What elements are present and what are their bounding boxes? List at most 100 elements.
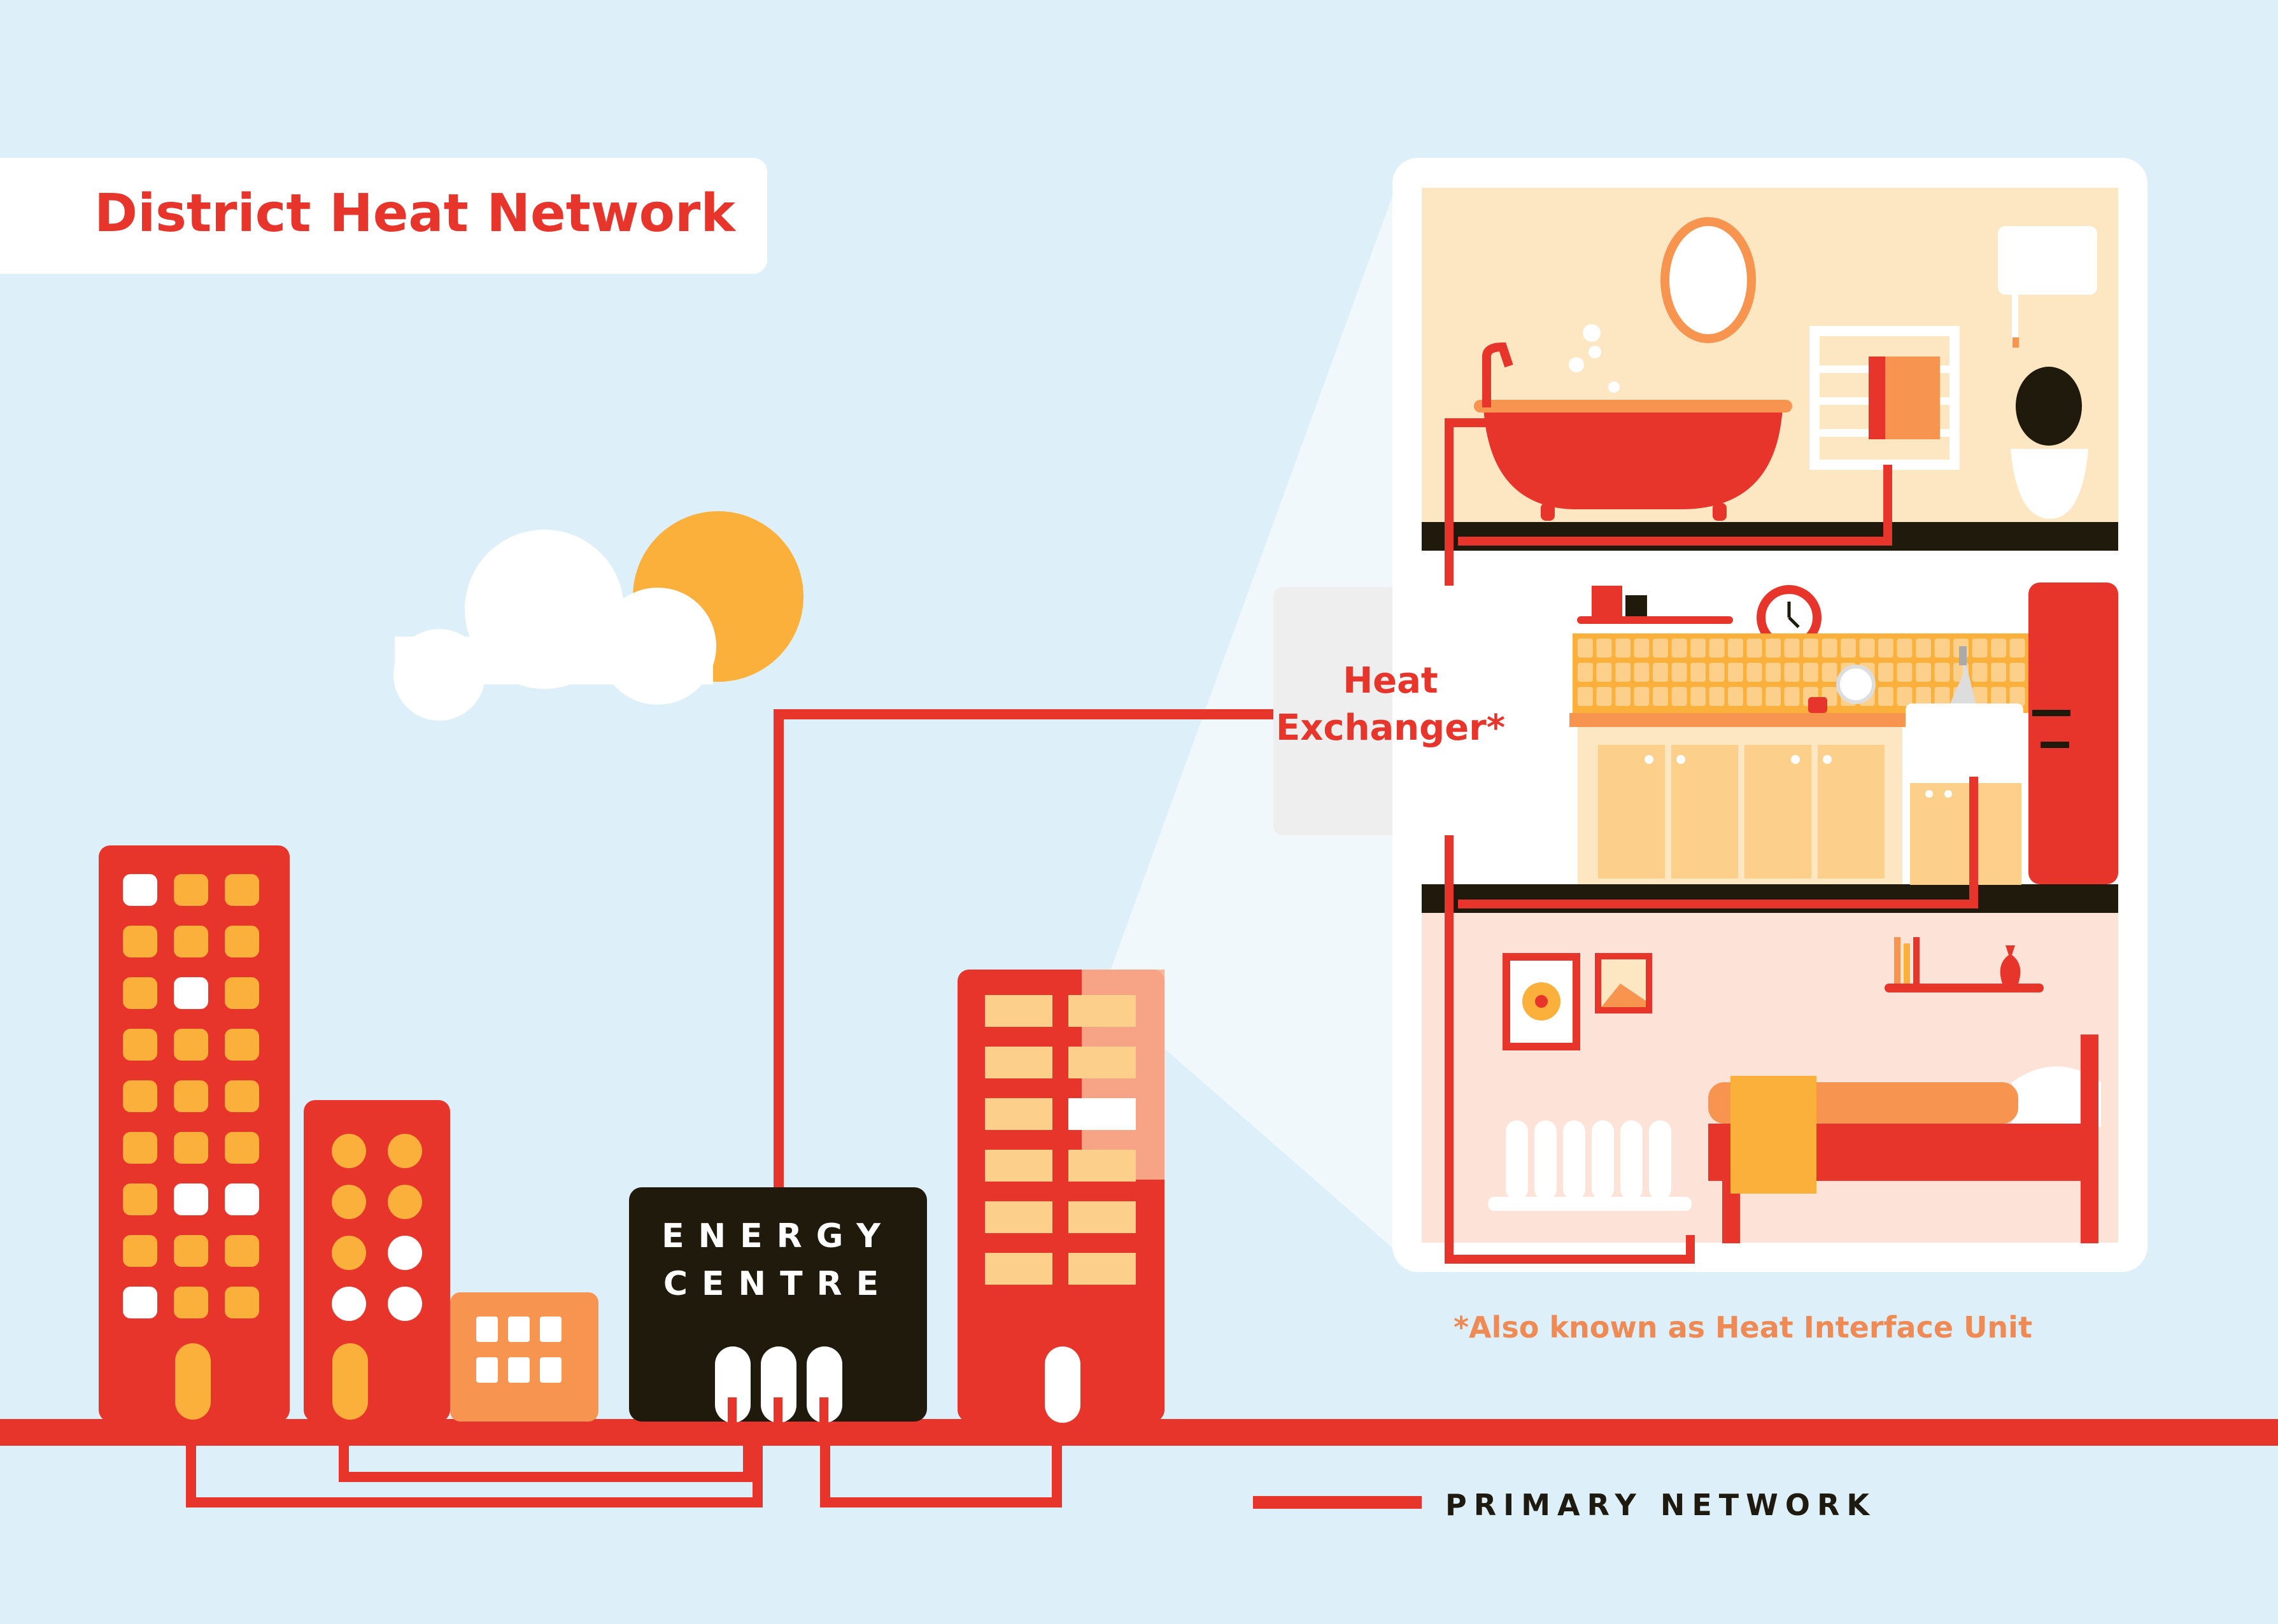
window: [1934, 687, 1950, 706]
window: [123, 1080, 157, 1112]
window: [123, 874, 157, 906]
heat-exchanger-label-line2: Exchanger*: [1276, 707, 1506, 749]
window: [985, 1047, 1052, 1078]
window: [985, 1253, 1052, 1285]
window: [1991, 639, 2006, 658]
window: [2009, 639, 2025, 658]
window: [174, 1029, 208, 1061]
page-title: District Heat Network: [94, 183, 735, 244]
kitchen-room: [1422, 574, 2118, 913]
window: [985, 1201, 1052, 1233]
window: [1653, 639, 1668, 658]
window: [388, 1134, 422, 1168]
window: [985, 995, 1052, 1027]
window: [1653, 687, 1668, 706]
tall-red-building: [99, 845, 290, 1422]
window: [1746, 639, 1762, 658]
window: [388, 1287, 422, 1321]
window: [1916, 687, 1931, 706]
window: [1934, 663, 1950, 682]
window: [1803, 663, 1818, 682]
window: [225, 1080, 259, 1112]
window: [1596, 639, 1612, 658]
bed-icon: [1708, 1034, 2101, 1243]
window: [2009, 663, 2025, 682]
window: [2009, 687, 2025, 706]
window: [174, 926, 208, 957]
window: [123, 1183, 157, 1215]
window: [1822, 639, 1837, 658]
energy-centre-building: [629, 1187, 927, 1423]
energy-centre-label-line1: ENERGY: [661, 1217, 895, 1255]
window: [1897, 687, 1913, 706]
window: [1728, 663, 1743, 682]
bedroom-room: [1422, 913, 2118, 1243]
window: [174, 977, 208, 1009]
window: [1878, 663, 1893, 682]
toilet-icon: [1998, 226, 2097, 519]
window: [225, 874, 259, 906]
window: [1068, 1098, 1136, 1130]
window: [332, 1185, 366, 1219]
window: [1897, 639, 1913, 658]
window: [174, 1287, 208, 1318]
window: [123, 1029, 157, 1061]
kitchen-cabinets: [1578, 727, 2021, 885]
window: [1690, 687, 1706, 706]
window: [1068, 995, 1136, 1027]
window: [1784, 687, 1800, 706]
window: [1765, 687, 1781, 706]
window: [1615, 663, 1631, 682]
bathroom-room: [1422, 188, 2118, 551]
sink-icon: [1808, 646, 2023, 772]
window: [174, 1183, 208, 1215]
window: [332, 1134, 366, 1168]
window: [1671, 663, 1687, 682]
window: [1991, 687, 2006, 706]
window: [1596, 663, 1612, 682]
shelf-icon: [1577, 586, 1733, 624]
window: [1068, 1201, 1136, 1233]
window: [1690, 639, 1706, 658]
window: [1709, 639, 1725, 658]
window: [174, 1132, 208, 1164]
window: [174, 1080, 208, 1112]
window: [1765, 639, 1781, 658]
mirror-icon: [1660, 217, 1756, 343]
window: [1068, 1150, 1136, 1182]
window: [1615, 639, 1631, 658]
window: [985, 1098, 1052, 1130]
fridge-icon: [2028, 583, 2118, 884]
window: [1916, 663, 1931, 682]
window: [1916, 639, 1931, 658]
radiator-icon: [1488, 1120, 1692, 1211]
cloud-icon: [393, 530, 716, 721]
window: [1991, 663, 2006, 682]
legend-primary-network-line: [1253, 1496, 1422, 1509]
window: [1746, 663, 1762, 682]
right-red-building: [958, 970, 1164, 1423]
title-card: [0, 158, 767, 274]
window: [123, 926, 157, 957]
flower-picture-icon: [1503, 953, 1580, 1050]
window: [1822, 663, 1837, 682]
primary-pipe-to-heat-exchanger: [774, 709, 1278, 1398]
window: [1578, 687, 1593, 706]
wall-shelf-icon: [1885, 937, 2044, 992]
window: [1068, 1253, 1136, 1285]
window: [1671, 687, 1687, 706]
window: [1972, 663, 1988, 682]
house-heating-pipes: [1445, 418, 1978, 1264]
window: [1690, 663, 1706, 682]
medium-red-building: [304, 1100, 450, 1422]
window: [174, 1235, 208, 1267]
window: [1746, 687, 1762, 706]
footnote: *Also known as Heat Interface Unit: [1454, 1310, 2032, 1345]
window: [1634, 663, 1650, 682]
window: [225, 1235, 259, 1267]
window: [1878, 639, 1893, 658]
bathtub-icon: [1474, 324, 1792, 521]
window: [332, 1287, 366, 1321]
window: [225, 1029, 259, 1061]
